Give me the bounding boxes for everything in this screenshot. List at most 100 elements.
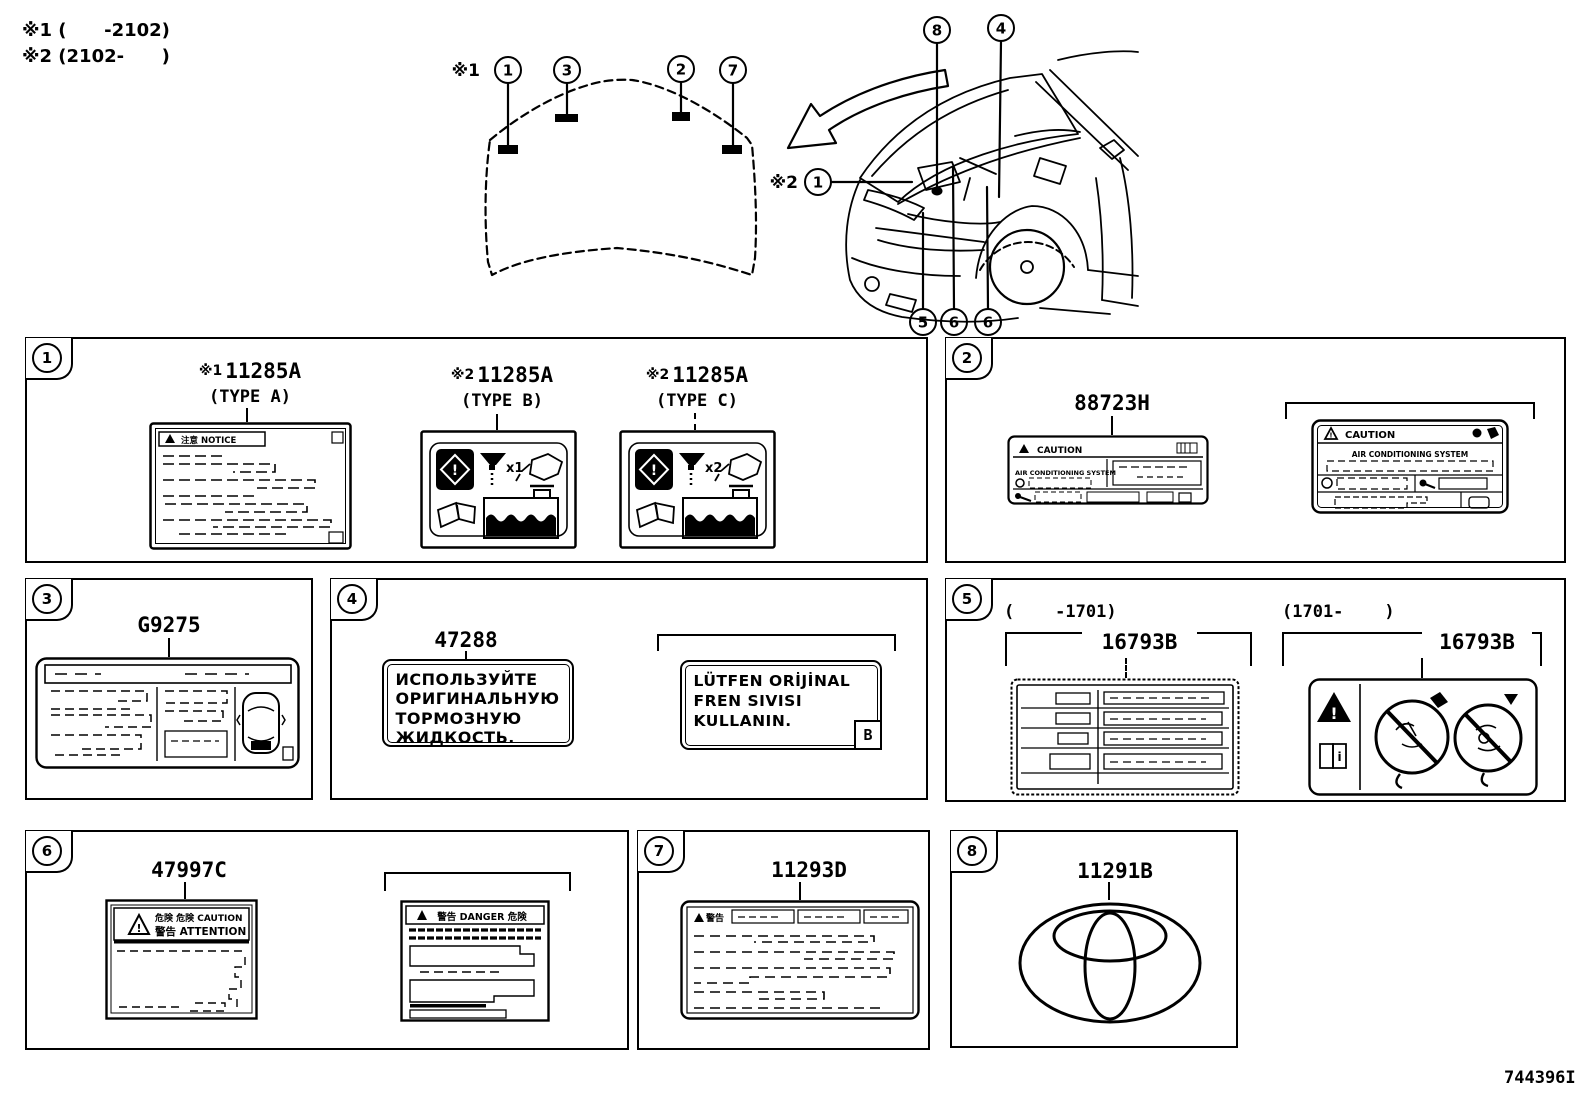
panel-8-tab: 8 <box>951 831 998 873</box>
svg-text:8: 8 <box>932 22 942 40</box>
callout-1-engine[interactable]: 1 <box>804 168 832 196</box>
panel-3: 3 G9275 <box>25 578 313 800</box>
svg-text:!: ! <box>1329 432 1332 440</box>
fine-print-lines <box>409 928 541 940</box>
panel-7: 7 11293D 警告 <box>637 830 930 1050</box>
placeholder-text-lines <box>51 690 228 756</box>
hood-open-arrow-icon <box>786 68 950 150</box>
panel-3-tab: 3 <box>26 579 73 621</box>
placeholder-text-lines <box>1110 697 1210 763</box>
warn-text: 警告 <box>706 912 724 924</box>
note-range-2: ※2 (2102- ) <box>22 46 170 68</box>
part-number-11291b[interactable]: 11291B <box>1077 859 1153 883</box>
callout-2-hood[interactable]: 2 <box>667 55 695 83</box>
svg-text:1: 1 <box>813 174 823 192</box>
production-notes: ※1 ( -2102) ※2 (2102- ) <box>22 18 170 70</box>
caution-text: CAUTION <box>1345 430 1395 441</box>
warning-triangle-icon <box>417 910 427 920</box>
callout-6a-engine[interactable]: 6 <box>940 308 968 336</box>
reservoir-cap-dot <box>931 186 943 196</box>
callout-4-engine[interactable]: 4 <box>987 14 1015 42</box>
panel-7-tab: 7 <box>638 831 685 873</box>
callout-5-engine[interactable]: 5 <box>909 308 937 336</box>
label-brake-fluid-turkish: LÜTFEN ORİJİNAL FREN SIVISI KULLANIN. B <box>680 660 882 750</box>
no-touch-hot-icon <box>1374 692 1450 790</box>
callout-8-engine[interactable]: 8 <box>923 16 951 44</box>
russian-line-1: ИСПОЛЬЗУЙТЕ <box>395 669 538 689</box>
label-variant-badge: B <box>854 720 882 750</box>
reservoir-tank-icon <box>682 484 758 539</box>
part-number-11293d[interactable]: 11293D <box>771 858 847 882</box>
caution-line-1: 危険 危険 CAUTION <box>154 912 243 924</box>
part-number-16793b-new[interactable]: 16793B <box>1422 630 1532 654</box>
manual-book-icon <box>436 501 476 529</box>
alert-diamond-icon <box>439 453 471 486</box>
note-range-1: ※1 ( -2102) <box>22 20 170 41</box>
turkish-line-2: FREN SIVISI <box>693 691 803 710</box>
panel-6-number[interactable]: 6 <box>32 836 62 866</box>
panel-4-number[interactable]: 4 <box>337 584 367 614</box>
placeholder-blocks <box>409 945 535 1003</box>
label-warning-fan: 警告 <box>680 900 920 1020</box>
svg-text:2: 2 <box>676 61 686 79</box>
callout-3-hood[interactable]: 3 <box>553 56 581 84</box>
leader-line-dashed <box>1125 658 1127 678</box>
panel-8: 8 11291B <box>950 830 1238 1048</box>
toyota-emblem-icon <box>1015 900 1205 1026</box>
funnel-icon <box>679 453 705 488</box>
part-type-b: (TYPE B) <box>461 391 543 411</box>
label-emission-info <box>35 657 300 769</box>
gear-icon <box>1015 478 1025 488</box>
callout-7-hood[interactable]: 7 <box>719 56 747 84</box>
svg-text:i: i <box>1337 750 1341 764</box>
label-ac-caution-right: ! CAUTION AIR CONDITIONING SYSTEM <box>1311 419 1509 514</box>
turkish-line-3: KULLANIN. <box>693 711 792 730</box>
placeholder-text-lines <box>694 935 895 1009</box>
panel-2: 2 88723H CAUTION AIR CONDITIONING SYSTEM <box>945 337 1566 563</box>
droplet-icon <box>1472 428 1482 438</box>
panel-8-number[interactable]: 8 <box>957 836 987 866</box>
hood-note-prefix: ※1 <box>452 61 480 81</box>
leader-line <box>246 408 249 422</box>
part-number-g9275[interactable]: G9275 <box>137 613 201 637</box>
funnel-qty: x2 <box>705 461 722 476</box>
range-new: (1701- ) <box>1282 602 1395 622</box>
part-number-47288[interactable]: 47288 <box>434 628 498 652</box>
label-caution-attention: ! 危険 危険 CAUTION 警告 ATTENTION <box>105 899 258 1020</box>
panel-1-number[interactable]: 1 <box>32 343 62 373</box>
callout-6b-engine[interactable]: 6 <box>974 308 1002 336</box>
panel-6-tab: 6 <box>26 831 73 873</box>
warning-triangle-icon <box>694 913 704 922</box>
callout-1-hood[interactable]: 1 <box>494 56 522 84</box>
part-number: 11285A <box>225 359 302 383</box>
svg-text:!: ! <box>1330 704 1337 723</box>
part-type-a: (TYPE A) <box>209 387 291 407</box>
hand-icon <box>1487 427 1499 439</box>
part-number-88723h[interactable]: 88723H <box>1074 391 1150 415</box>
panel-2-number[interactable]: 2 <box>952 343 982 373</box>
panel-5: 5 ( -1701) 16793B (1701- ) 16793B <box>945 578 1566 802</box>
panel-7-number[interactable]: 7 <box>644 836 674 866</box>
part-number-47997c[interactable]: 47997C <box>151 858 227 882</box>
caution-line-2: 警告 ATTENTION <box>154 925 246 938</box>
oil-can-icon <box>714 453 763 482</box>
part-number-16793b-old[interactable]: 16793B <box>1082 630 1197 654</box>
russian-line-3: ТОРМОЗНУЮ <box>395 708 522 728</box>
leader-line <box>1108 882 1111 900</box>
part-number: 11285A <box>672 363 749 387</box>
svg-text:7: 7 <box>728 62 738 80</box>
label-pictogram-type-c: ! x2 <box>619 430 776 549</box>
system-text: AIR CONDITIONING SYSTEM <box>1352 450 1468 459</box>
bracket <box>1285 402 1535 419</box>
gear-icon <box>1321 477 1333 489</box>
warning-triangle-icon: ! <box>127 912 151 935</box>
part-prefix: ※1 <box>198 363 223 379</box>
panel-3-number[interactable]: 3 <box>32 584 62 614</box>
wrench-icon <box>1419 479 1436 490</box>
hood-leader-lines <box>506 80 735 147</box>
panel-2-tab: 2 <box>946 338 993 380</box>
panel-5-number[interactable]: 5 <box>952 584 982 614</box>
